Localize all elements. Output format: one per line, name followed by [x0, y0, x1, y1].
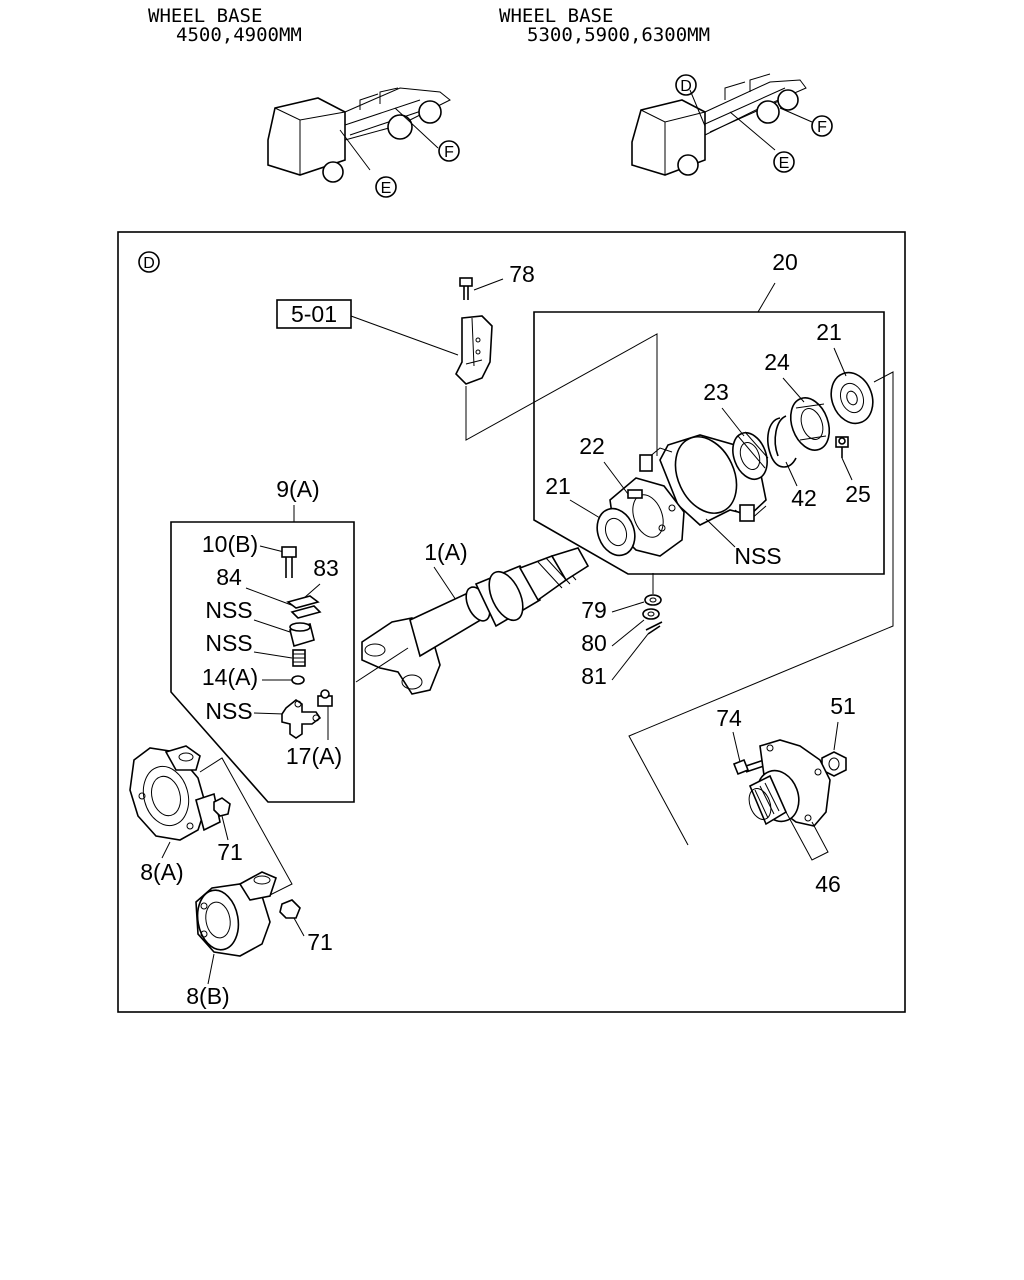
callout-51: 51: [830, 693, 856, 719]
wheelbase-left-title: WHEEL BASE: [148, 5, 262, 27]
companion-flange-46: [748, 739, 831, 827]
callout-84: 84: [216, 564, 242, 590]
oil-seal-21-upper: [830, 371, 874, 425]
wheelbase-right-value: 5300,5900,6300MM: [527, 24, 710, 46]
bolt-10b: [281, 546, 297, 578]
bearing-cap: [289, 622, 315, 648]
oil-seal-21-lower: [596, 507, 636, 557]
cotter-pin-81: [645, 621, 663, 635]
flange-yoke-8a: [129, 745, 221, 841]
callout-21-upper: 21: [816, 319, 842, 345]
locator-right-f-mark: F: [811, 115, 833, 137]
callout-14a: 14(A): [202, 664, 258, 690]
callout-80: 80: [581, 630, 607, 656]
detail-frame: [117, 231, 906, 1013]
reference-box: 5-01: [276, 299, 352, 329]
washer-79: [644, 594, 662, 606]
callout-nss-2: NSS: [205, 630, 252, 656]
seal-ring-14a: [291, 675, 305, 685]
callout-22: 22: [579, 433, 605, 459]
needle-bearing: [292, 649, 306, 667]
svg-text:F: F: [444, 144, 454, 161]
callout-1a: 1(A): [424, 539, 467, 565]
wheelbase-left-value: 4500,4900MM: [176, 24, 302, 46]
callout-81: 81: [581, 663, 607, 689]
svg-text:F: F: [817, 119, 827, 136]
truck-locator-right: [631, 73, 813, 176]
callout-24: 24: [764, 349, 790, 375]
svg-text:D: D: [143, 255, 155, 272]
grease-nipple-25: [835, 436, 849, 458]
seal-retainer-24: [789, 397, 831, 451]
callout-46: 46: [815, 871, 841, 897]
locator-right-d-mark: D: [675, 74, 697, 96]
flange-yoke-8b: [195, 871, 277, 957]
callout-25: 25: [845, 481, 871, 507]
nut-80: [642, 608, 660, 620]
callout-8b: 8(B): [186, 983, 229, 1009]
spider-kit-outline: [170, 521, 355, 803]
wheelbase-right-title: WHEEL BASE: [499, 5, 613, 27]
locator-right-e-mark: E: [773, 151, 795, 173]
callout-21-lower: 21: [545, 473, 571, 499]
snap-ring-42: [767, 415, 797, 468]
svg-text:E: E: [381, 180, 392, 197]
locator-left-e-mark: E: [375, 176, 397, 198]
callout-nss-3: NSS: [205, 698, 252, 724]
locator-left-f-mark: F: [438, 140, 460, 162]
truck-locator-left: [267, 87, 451, 183]
grease-nipple-17a: [317, 689, 333, 707]
propeller-shaft-1a: [361, 547, 590, 695]
svg-text:5-01: 5-01: [291, 301, 337, 327]
bearing-assembly-outline: [533, 311, 885, 575]
callout-10b: 10(B): [202, 531, 258, 557]
callout-17a: 17(A): [286, 743, 342, 769]
callout-74: 74: [716, 705, 742, 731]
callout-8a: 8(A): [140, 859, 183, 885]
callout-9a: 9(A): [276, 476, 319, 502]
nut-71a: [213, 797, 231, 817]
callout-23: 23: [703, 379, 729, 405]
callout-79: 79: [581, 597, 607, 623]
callout-nss-1: NSS: [205, 597, 252, 623]
callout-78: 78: [509, 261, 535, 287]
bolt-78: [459, 277, 473, 300]
mounting-bracket: [455, 315, 493, 385]
universal-joint-spider: [281, 699, 322, 739]
callout-42: 42: [791, 485, 817, 511]
callout-20: 20: [772, 249, 798, 275]
callout-83: 83: [313, 555, 339, 581]
bolt-74: [732, 758, 765, 776]
lock-plate-83-84: [286, 595, 322, 619]
callout-71a: 71: [217, 839, 243, 865]
nut-71b: [279, 899, 301, 919]
callout-71b: 71: [307, 929, 333, 955]
callout-nss-bracket: NSS: [734, 543, 781, 569]
detail-view-mark: D: [138, 251, 160, 273]
svg-text:D: D: [680, 78, 692, 95]
svg-text:E: E: [779, 155, 790, 172]
